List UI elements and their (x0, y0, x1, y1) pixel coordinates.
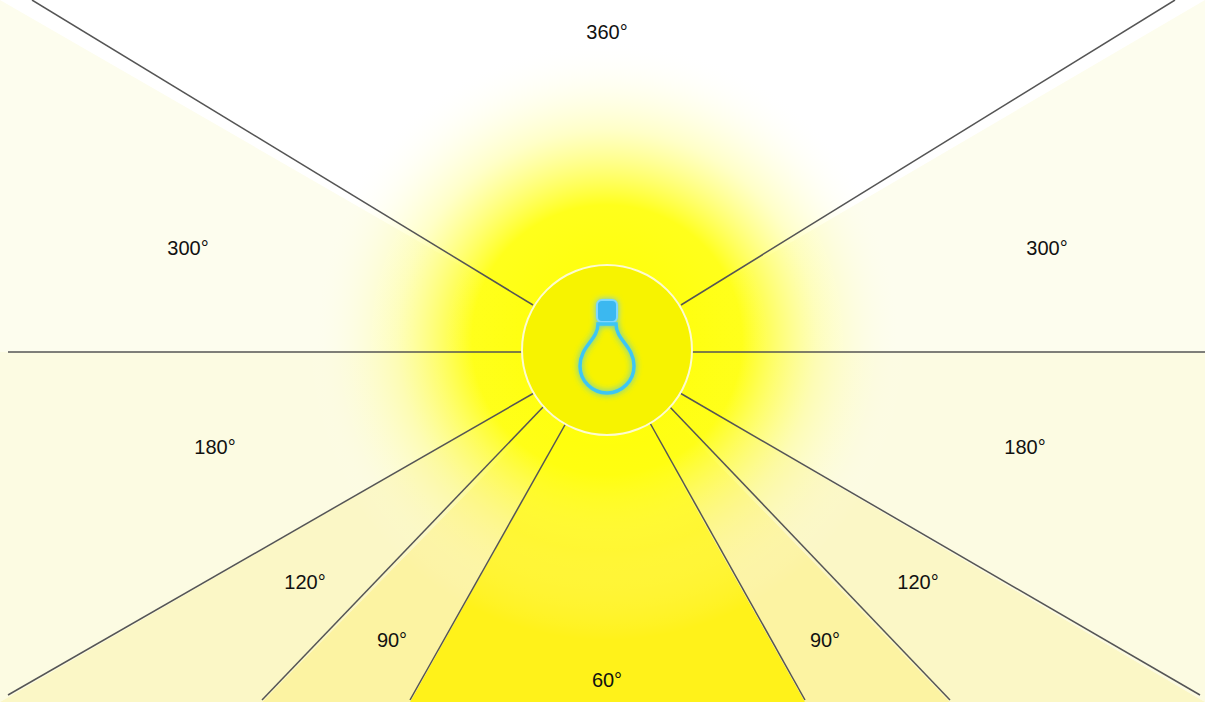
bulb-disc (522, 265, 692, 435)
beam-angle-label: 120° (284, 571, 325, 594)
beam-angle-label: 360° (586, 21, 627, 44)
boundary-lines (8, 0, 1205, 700)
light-glow (307, 40, 907, 640)
beam-angle-label: 180° (194, 436, 235, 459)
beam-angle-label: 120° (897, 571, 938, 594)
beam-angle-label: 300° (167, 237, 208, 260)
bulb-icon (580, 300, 634, 393)
beam-angle-label: 90° (377, 629, 407, 652)
beam-angle-label: 180° (1004, 436, 1045, 459)
beam-angle-label: 90° (810, 629, 840, 652)
beam-angle-label: 300° (1026, 237, 1067, 260)
beam-angle-label: 60° (592, 669, 622, 692)
